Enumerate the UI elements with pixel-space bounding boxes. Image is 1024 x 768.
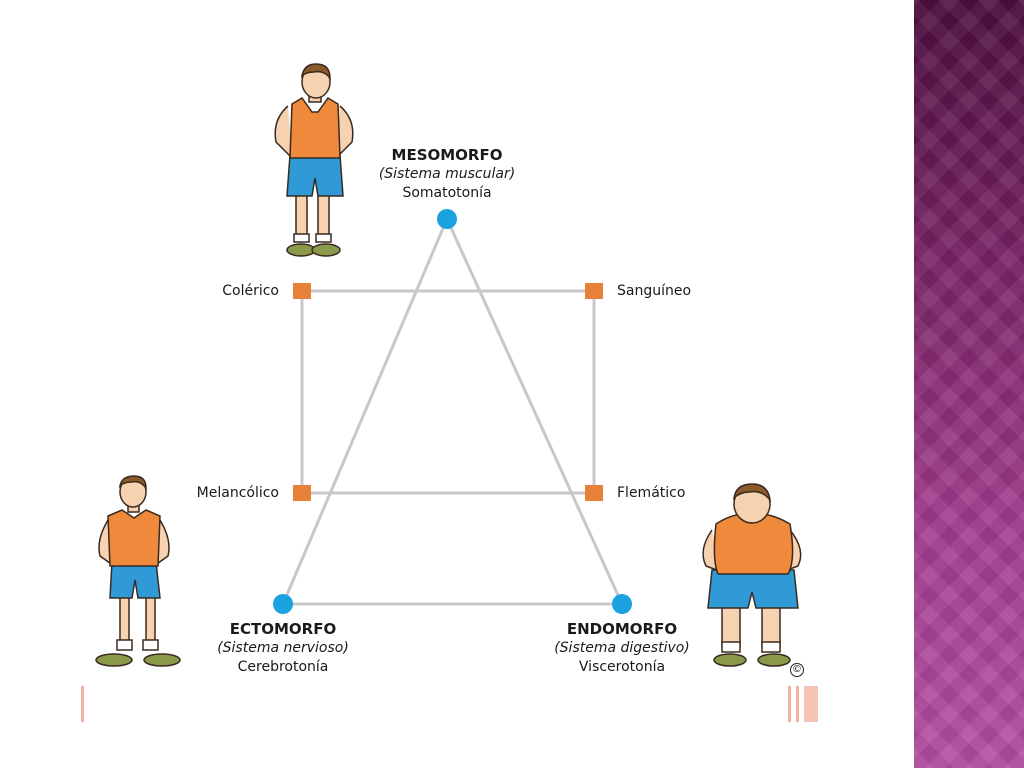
label-sanguineo: Sanguíneo (617, 283, 692, 299)
node-colerico (293, 283, 311, 299)
line-meso-ecto (281, 217, 449, 606)
ectomorph-figure (95, 475, 181, 667)
node-mesomorfo (437, 209, 457, 229)
line-meso-endo (445, 217, 624, 606)
right-edge-bar-2 (796, 686, 799, 722)
ectomorfo-block: ECTOMORFO (Sistema nervioso) Cerebrotoní… (183, 620, 383, 677)
ectomorfo-trait: Cerebrotonía (237, 659, 329, 675)
node-ectomorfo (273, 594, 293, 614)
right-edge-bar-3 (804, 686, 818, 722)
label-flematico: Flemático (617, 485, 686, 501)
decorative-side-panel (912, 0, 1024, 768)
endomorfo-trait: Viscerotonía (578, 659, 666, 675)
label-colerico: Colérico (222, 283, 279, 299)
mesomorfo-block: MESOMORFO (Sistema muscular) Somatotonía (347, 146, 547, 203)
slide: Colérico Sanguíneo Melancólico Flemático… (81, 63, 818, 722)
label-melancolico: Melancólico (196, 485, 279, 501)
left-edge-bar (81, 686, 84, 722)
node-flematico (585, 485, 603, 501)
endomorfo-block: ENDOMORFO (Sistema digestivo) Visceroton… (522, 620, 722, 677)
ectomorfo-system: (Sistema nervioso) (217, 640, 349, 656)
copyright-mark: © (790, 663, 804, 677)
mesomorfo-trait: Somatotonía (402, 185, 492, 201)
node-sanguineo (585, 283, 603, 299)
node-endomorfo (612, 594, 632, 614)
ectomorfo-title: ECTOMORFO (229, 620, 337, 638)
node-melancolico (293, 485, 311, 501)
endomorfo-title: ENDOMORFO (566, 620, 678, 638)
endomorfo-system: (Sistema digestivo) (554, 640, 690, 656)
right-edge-bar-1 (788, 686, 791, 722)
mesomorfo-system: (Sistema muscular) (378, 166, 516, 182)
mesomorph-figure (274, 63, 354, 257)
somatotype-diagram (95, 63, 802, 667)
endomorph-figure (702, 483, 802, 667)
mesomorfo-title: MESOMORFO (391, 146, 503, 164)
